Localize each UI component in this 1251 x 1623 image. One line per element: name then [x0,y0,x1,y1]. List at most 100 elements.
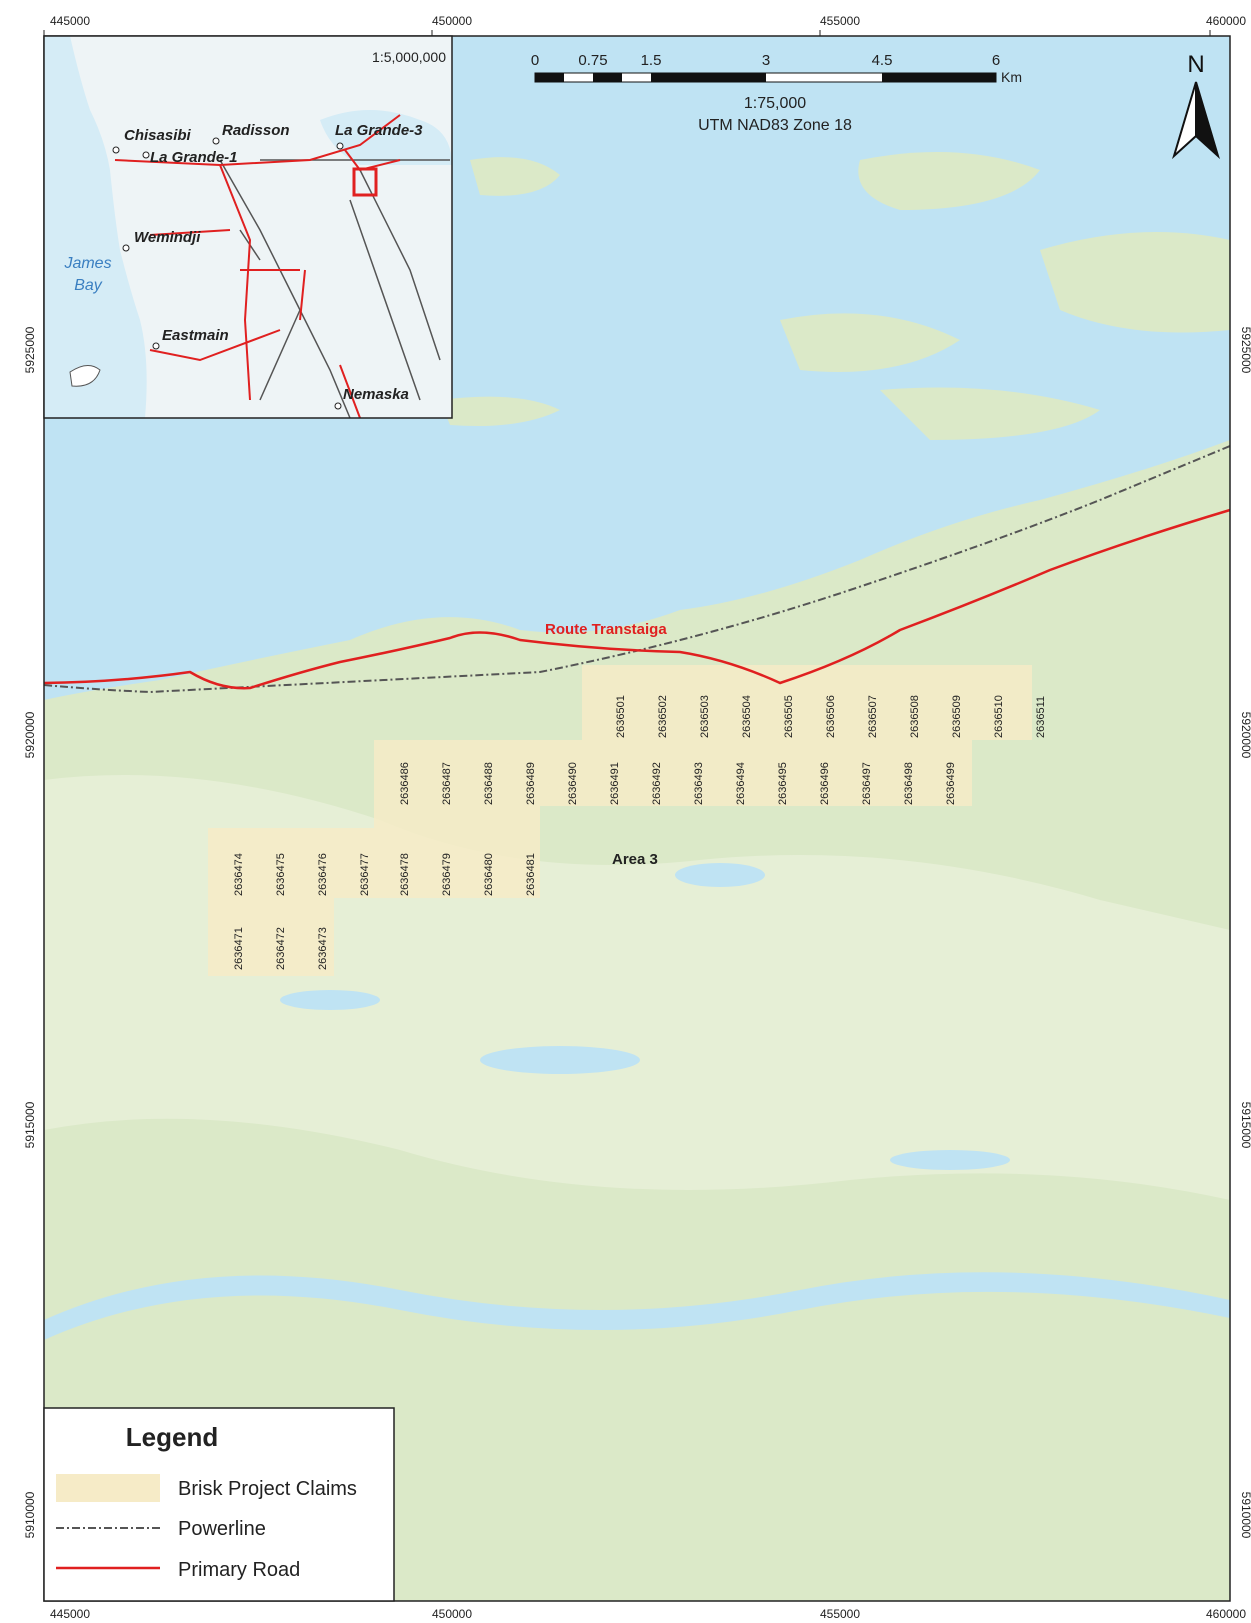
claims-layer: 2636501 2636502 2636503 2636504 2636505 … [208,665,1047,976]
legend-label: Brisk Project Claims [178,1478,357,1500]
claim-label: 2636480 [483,853,495,896]
town-label: Nemaska [343,386,409,403]
claim-label: 2636472 [275,927,287,970]
legend-label: Powerline [178,1518,266,1540]
claim-label: 2636475 [275,853,287,896]
claim-block [374,806,540,898]
inset-island [69,365,101,387]
island [780,313,960,372]
river [44,1272,1230,1340]
town-marker [142,151,150,159]
inset-border [43,35,453,419]
legend-label: Primary Road [178,1559,300,1581]
town-marker [152,342,160,350]
area-label: Area 3 [612,851,658,868]
town-label: La Grande-3 [335,122,423,139]
map-border [43,35,1231,1602]
claim-label: 2636489 [525,762,537,805]
north-arrow-icon: N [1172,51,1220,160]
claim-label: 2636481 [525,853,537,896]
x-tick-label: 460000 [1206,14,1246,28]
claim-label: 2636491 [609,762,621,805]
claim-label: 2636503 [699,695,711,738]
james-bay [44,36,147,418]
town-label: Wemindji [134,229,201,246]
claim-label: 2636473 [317,927,329,970]
inset-roads [114,114,401,419]
x-tick-label: 460000 [1206,1607,1246,1621]
legend: Legend Brisk Project Claims Powerline Pr… [43,1407,395,1602]
scale-tick-label: 0.75 [578,52,607,69]
town-label: Eastmain [162,327,229,344]
claim-label: 2636477 [359,853,371,896]
claim-label: 2636493 [693,762,705,805]
y-tick-label: 5925000 [1239,327,1251,374]
x-tick-label: 455000 [820,14,860,28]
water-label: James [63,255,111,272]
claim-block [208,828,374,898]
claim-label: 2636509 [951,695,963,738]
inset-reservoir [320,110,452,165]
scale-bar: 0 0.75 1.5 3 4.5 6 Km 1:75,000 UTM NAD83… [531,52,1022,134]
small-lake [280,990,380,1010]
claim-label: 2636476 [317,853,329,896]
scale-tick-label: 6 [992,52,1000,69]
claim-label: 2636495 [777,762,789,805]
claim-label: 2636478 [399,853,411,896]
legend-swatch-claims [56,1474,160,1502]
small-lake [675,863,765,887]
island [440,396,560,426]
claim-label: 2636508 [909,695,921,738]
y-tick-label: 5920000 [23,711,37,758]
town-label: Radisson [222,122,290,139]
small-lake [480,1046,640,1074]
claim-label: 2636501 [615,695,627,738]
scale-unit: Km [1001,69,1022,85]
x-tick-label: 445000 [50,14,90,28]
claim-label: 2636502 [657,695,669,738]
projection-label: UTM NAD83 Zone 18 [698,117,852,134]
scale-ratio: 1:75,000 [744,95,806,112]
claim-label: 2636499 [945,762,957,805]
inset-locator-box [352,167,378,197]
y-tick-label: 5920000 [1239,712,1251,759]
road-label: Route Transtaiga [545,621,667,638]
x-tick-label: 450000 [432,1607,472,1621]
claim-label: 2636497 [861,762,873,805]
north-label: N [1187,51,1204,78]
town-marker [336,142,344,150]
scale-tick-label: 4.5 [872,52,893,69]
inset-map: 1:5,000,000 Chisasibi Radisson La Grande… [43,35,453,419]
scale-tick-label: 3 [762,52,770,69]
claim-label: 2636488 [483,762,495,805]
claim-label: 2636494 [735,762,747,805]
y-tick-label: 5915000 [23,1101,37,1148]
island [1040,232,1230,333]
town-marker [334,402,342,410]
claim-label: 2636486 [399,762,411,805]
claim-label: 2636471 [233,927,245,970]
powerline [43,445,1231,694]
claim-label: 2636487 [441,762,453,805]
x-tick-label: 455000 [820,1607,860,1621]
claim-label: 2636506 [825,695,837,738]
y-tick-label: 5910000 [1239,1492,1251,1539]
claim-label: 2636504 [741,695,753,738]
y-tick-label: 5925000 [23,326,37,373]
claim-label: 2636474 [233,853,245,896]
x-tick-label: 450000 [432,14,472,28]
water-label: Bay [74,277,103,294]
claim-label: 2636498 [903,762,915,805]
grid-ticks: 445000 450000 455000 460000 445000 45000… [23,14,1251,1621]
town-marker [122,244,130,252]
x-tick-label: 445000 [50,1607,90,1621]
scale-tick-label: 1.5 [641,52,662,69]
claim-label: 2636490 [567,762,579,805]
town-label: La Grande-1 [150,149,238,166]
island [880,387,1100,440]
small-lake [890,1150,1010,1170]
legend-title: Legend [126,1422,218,1452]
claim-block [582,665,1032,740]
claim-label: 2636479 [441,853,453,896]
